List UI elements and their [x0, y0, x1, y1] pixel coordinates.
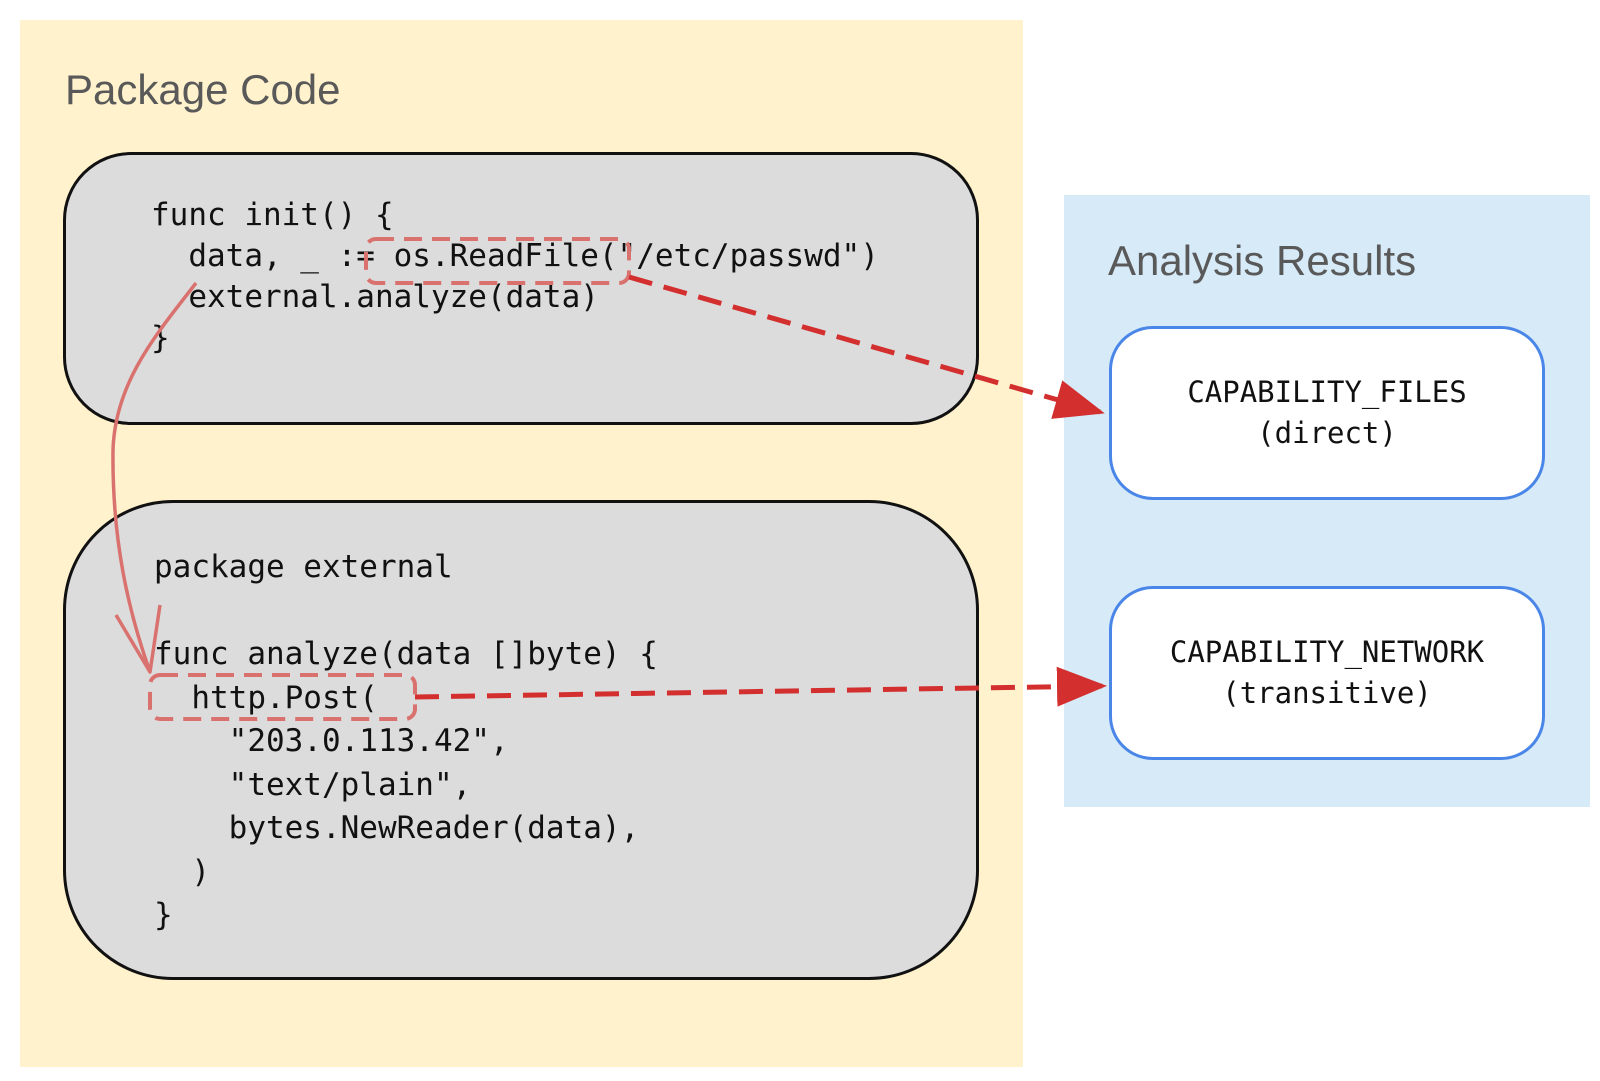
init-code-block: func init() { data, _ := os.ReadFile("/e…	[63, 152, 979, 425]
capability-files-name: CAPABILITY_FILES	[1187, 375, 1467, 409]
external-package-code-block: package external func analyze(data []byt…	[63, 500, 979, 980]
capability-network-box: CAPABILITY_NETWORK (transitive)	[1109, 586, 1545, 760]
capability-network-kind: (transitive)	[1222, 676, 1432, 710]
init-code-text: func init() { data, _ := os.ReadFile("/e…	[151, 197, 879, 356]
capability-network-name: CAPABILITY_NETWORK	[1169, 635, 1485, 669]
package-code-title: Package Code	[65, 66, 341, 113]
capability-files-box: CAPABILITY_FILES (direct)	[1109, 326, 1545, 500]
external-code-text: package external func analyze(data []byt…	[154, 549, 658, 933]
analysis-results-title: Analysis Results	[1108, 237, 1417, 284]
capability-files-kind: (direct)	[1257, 416, 1397, 450]
